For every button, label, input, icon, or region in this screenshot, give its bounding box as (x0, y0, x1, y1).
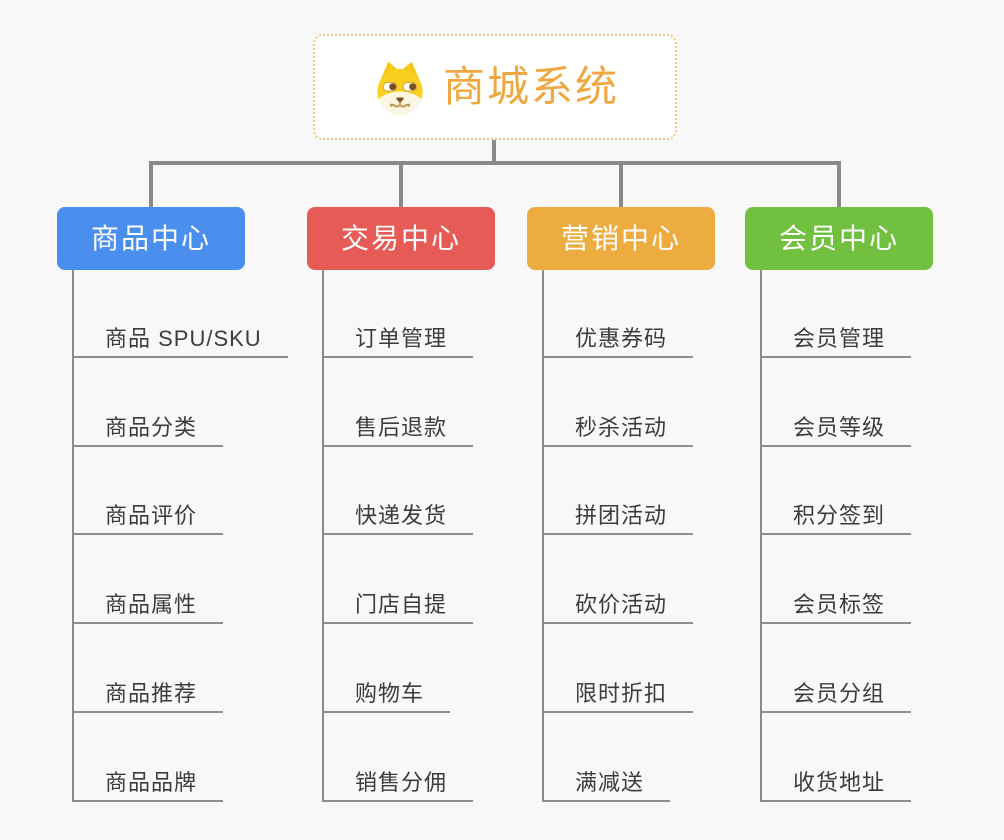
child-label: 秒杀活动 (575, 414, 668, 440)
child-node[interactable]: 收货地址 (761, 766, 912, 802)
child-label: 快递发货 (355, 503, 448, 529)
connector-line (149, 161, 153, 207)
connector-line (542, 270, 544, 802)
branch-label: 交易中心 (340, 222, 461, 254)
dog-face-icon (371, 58, 429, 116)
child-node[interactable]: 商品推荐 (73, 677, 224, 713)
branch-node-marketing-center[interactable]: 营销中心 (527, 207, 715, 270)
child-node[interactable]: 秒杀活动 (543, 411, 694, 447)
connector-line (322, 270, 324, 802)
child-node[interactable]: 积分签到 (761, 499, 912, 536)
child-node[interactable]: 门店自提 (323, 588, 474, 625)
connector-line (399, 161, 403, 207)
branch-node-product-center[interactable]: 商品中心 (57, 207, 245, 270)
connector-line (837, 161, 841, 207)
child-node[interactable]: 优惠券码 (543, 322, 694, 358)
child-node[interactable]: 拼团活动 (543, 499, 694, 536)
child-node[interactable]: 购物车 (323, 677, 451, 713)
child-node[interactable]: 销售分佣 (323, 766, 474, 802)
child-node[interactable]: 会员等级 (761, 411, 912, 447)
child-label: 优惠券码 (575, 326, 668, 351)
connector-line (760, 270, 762, 802)
branch-node-trade-center[interactable]: 交易中心 (307, 207, 495, 270)
child-label: 销售分佣 (355, 769, 448, 795)
child-node[interactable]: 会员标签 (761, 588, 912, 625)
child-node[interactable]: 商品评价 (73, 499, 224, 536)
child-label: 会员标签 (793, 592, 886, 618)
connector-line (492, 140, 496, 165)
child-label: 会员分组 (793, 680, 886, 706)
child-node[interactable]: 订单管理 (323, 322, 474, 358)
child-node[interactable]: 商品品牌 (73, 766, 224, 802)
child-label: 会员等级 (793, 414, 886, 440)
child-node[interactable]: 限时折扣 (543, 677, 694, 713)
child-label: 商品 SPU/SKU (105, 326, 262, 351)
child-node[interactable]: 会员分组 (761, 677, 912, 713)
child-label: 商品分类 (105, 414, 198, 440)
child-label: 会员管理 (793, 326, 886, 351)
child-node[interactable]: 售后退款 (323, 411, 474, 447)
branch-label: 商品中心 (90, 222, 211, 254)
child-node[interactable]: 商品分类 (73, 411, 224, 447)
branch-label: 营销中心 (560, 222, 681, 254)
root-title: 商城系统 (442, 63, 619, 110)
connector-line (72, 270, 74, 802)
branch-node-member-center[interactable]: 会员中心 (745, 207, 933, 270)
child-node[interactable]: 商品 SPU/SKU (73, 322, 288, 358)
child-node[interactable]: 会员管理 (761, 322, 912, 358)
child-label: 商品评价 (105, 503, 198, 529)
child-node[interactable]: 商品属性 (73, 588, 224, 625)
child-label: 拼团活动 (575, 503, 668, 529)
connector-line (619, 161, 623, 207)
child-label: 商品品牌 (105, 769, 198, 795)
child-node[interactable]: 满减送 (543, 766, 671, 802)
child-label: 售后退款 (355, 414, 448, 440)
child-node[interactable]: 快递发货 (323, 499, 474, 536)
child-label: 门店自提 (355, 592, 448, 618)
branch-label: 会员中心 (778, 222, 899, 254)
child-label: 收货地址 (793, 769, 886, 795)
child-label: 商品推荐 (105, 680, 198, 706)
child-label: 积分签到 (793, 503, 886, 529)
child-label: 满减送 (575, 769, 645, 795)
child-label: 砍价活动 (575, 592, 668, 618)
root-node[interactable]: 商城系统 (313, 34, 677, 140)
child-label: 订单管理 (355, 326, 448, 351)
child-label: 限时折扣 (575, 680, 668, 706)
child-label: 商品属性 (105, 592, 198, 618)
child-node[interactable]: 砍价活动 (543, 588, 694, 625)
connector-line (149, 161, 841, 165)
child-label: 购物车 (355, 680, 425, 706)
